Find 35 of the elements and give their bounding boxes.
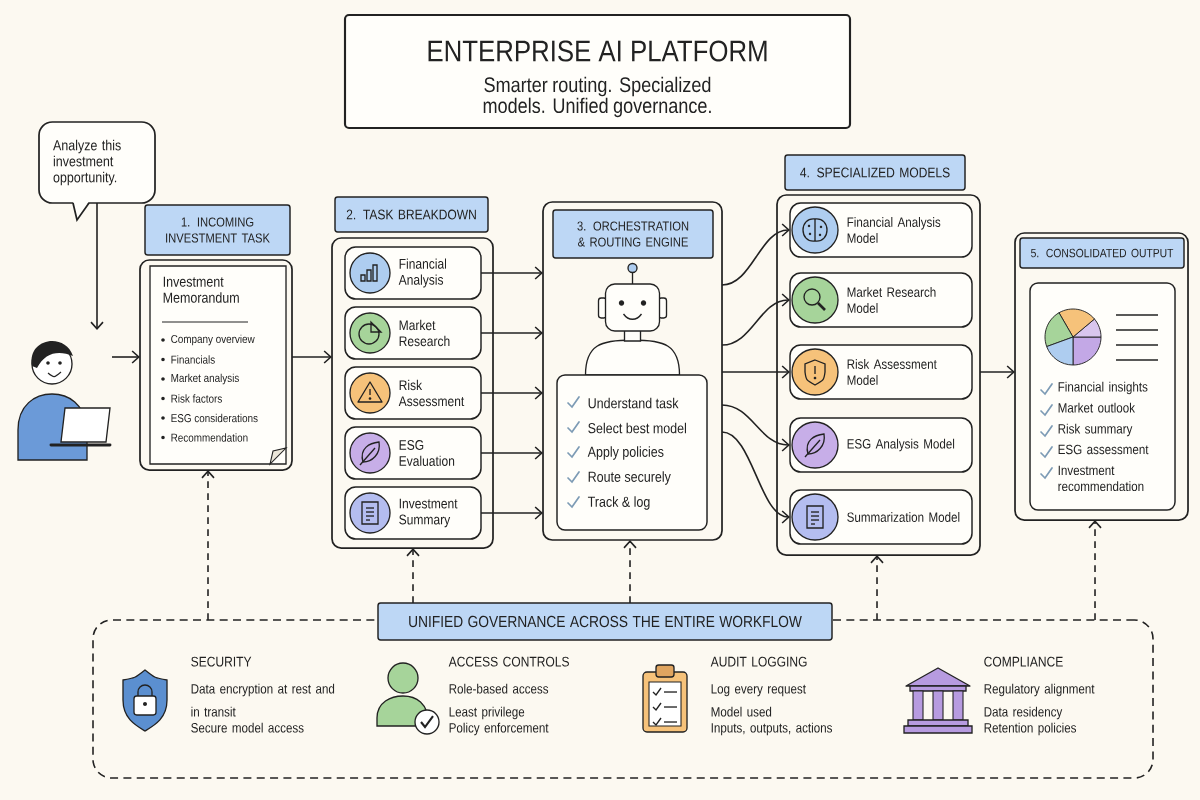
arrow [721,365,790,379]
arrow [480,446,543,460]
arrow [721,223,790,286]
governance-item: SECURITY Data encryption at rest and in transit Secure model access [191,656,335,733]
arrow [406,548,420,604]
governance-item: COMPLIANCE Regulatory alignment Data residency Retention policies [984,656,1095,736]
node-label: ESG assessment [1058,444,1149,455]
arrow [870,555,884,621]
arrow [201,470,215,621]
output-card: Financial insights Market outlook Risk summary ESG assessment Investment recommendation [1029,282,1176,511]
arrow [90,202,104,330]
arrow [623,540,637,604]
node-label: Financial insights [1058,381,1148,395]
title-box: ENTERPRISE AI PLATFORM Smarter routing. Specialized models. Unified governance. [343,13,852,130]
arrow [721,404,790,452]
node-label: Risk summary [1058,423,1133,437]
arrow [1088,520,1102,621]
governance-item: ACCESS CONTROLS Role-based access Least privilege Policy enforcement [448,656,569,736]
arrow [480,386,543,400]
node-label: 4. SPECIALIZED MODELS [800,167,950,178]
arrow [480,266,543,280]
arrow [721,293,790,346]
arrow [721,431,790,524]
governance-item: AUDIT LOGGING Log every request Model used Inputs, outputs, actions [710,656,832,736]
speech-bubble: Analyze this investment opportunity. [38,121,156,223]
arrow [111,350,140,364]
node-label: Market outlook [1058,402,1135,413]
arrow [480,506,543,520]
arrow [291,350,332,364]
person-drawing [17,341,112,461]
arrow [480,326,543,340]
node-label: Investment recommendation [1058,465,1144,492]
node-label: 1. INCOMING INVESTMENT TASK [166,217,270,243]
arrow [979,365,1015,379]
node-label: 2. TASK BREAKDOWN [346,209,476,220]
